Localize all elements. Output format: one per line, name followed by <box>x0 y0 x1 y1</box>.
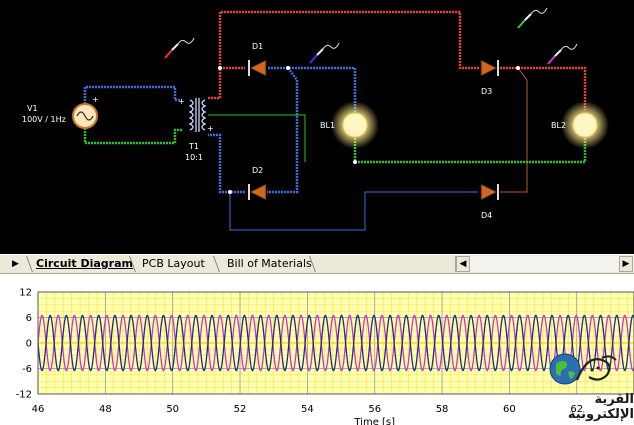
x-tick-label: 52 <box>234 404 247 415</box>
probe-icon <box>547 43 578 65</box>
circuit-schematic <box>72 7 609 231</box>
tab-pcb-layout[interactable]: PCB Layout <box>142 257 205 270</box>
green-thin-wire <box>208 114 306 162</box>
y-tick-label: -12 <box>16 390 32 401</box>
source-name-label: V1 <box>27 104 38 113</box>
source-plus-label: + <box>92 95 99 104</box>
lamp-bl1-symbol <box>331 101 379 149</box>
lamp-bl2-symbol <box>561 101 609 149</box>
diode-d1-label: D1 <box>252 42 264 51</box>
diode-d2-label: D2 <box>252 166 264 175</box>
x-tick-label: 56 <box>368 404 381 415</box>
probe-icon <box>309 42 340 64</box>
x-tick-label: 60 <box>503 404 516 415</box>
blue-wire <box>83 66 357 194</box>
scroll-right-button[interactable]: ▶ <box>619 256 633 272</box>
x-axis-label: Time [s] <box>353 417 395 425</box>
watermark-text: القرية الإلكترونية <box>567 392 634 422</box>
x-tick-label: 62 <box>570 404 583 415</box>
x-tick-label: 48 <box>99 404 112 415</box>
y-tick-label: 12 <box>19 288 32 299</box>
y-tick-label: 6 <box>26 313 32 324</box>
y-tick-label: -6 <box>22 364 32 375</box>
x-tick-label: 50 <box>166 404 179 415</box>
diode-d3-symbol <box>480 59 499 77</box>
view-tab-bar: ▶ Circuit Diagram PCB Layout Bill of Mat… <box>0 254 634 274</box>
x-axis-ticks: 46 48 50 52 54 56 58 60 62 <box>32 404 583 415</box>
transformer-name-label: T1 <box>189 142 199 151</box>
y-axis-ticks: 12 6 0 -6 -12 <box>16 288 32 401</box>
lamp-bl2-label: BL2 <box>551 121 567 130</box>
horizontal-scrollbar[interactable] <box>455 256 634 272</box>
source-value-label: 100V / 1Hz <box>22 115 66 124</box>
red-wire <box>208 10 587 110</box>
diode-d4-label: D4 <box>481 211 493 220</box>
x-tick-label: 46 <box>32 404 45 415</box>
lamp-bl1-label: BL1 <box>320 121 336 130</box>
probe-icon <box>164 37 195 59</box>
transformer-plus-label: + <box>207 124 214 133</box>
probe-icon <box>517 7 548 29</box>
plot-frame <box>37 291 634 395</box>
diode-d2-symbol <box>248 183 267 201</box>
globe-logo-icon <box>549 353 581 385</box>
transformer-ratio-label: 10:1 <box>185 153 203 162</box>
y-tick-label: 0 <box>26 339 32 350</box>
scroll-left-button[interactable]: ◀ <box>456 256 470 272</box>
diode-d3-label: D3 <box>481 87 493 96</box>
transformer-symbol <box>188 98 207 132</box>
junction-dots <box>218 66 520 194</box>
tab-bill-of-materials[interactable]: Bill of Materials <box>227 257 312 270</box>
x-tick-label: 58 <box>436 404 449 415</box>
blue-thin-wire <box>229 191 478 231</box>
x-tick-label: 54 <box>301 404 314 415</box>
circuit-diagram-canvas[interactable]: V1 100V / 1Hz + + + T1 10:1 D1 D2 D3 D4 … <box>0 0 634 254</box>
ac-source-symbol <box>72 103 98 129</box>
series-line-0 <box>37 314 634 372</box>
thin-wire <box>500 67 528 193</box>
series-line-1 <box>37 314 634 372</box>
green-wire <box>83 128 587 164</box>
diode-d1-symbol <box>248 59 267 77</box>
tab-circuit-diagram[interactable]: Circuit Diagram <box>36 257 133 270</box>
diode-d4-symbol <box>480 183 499 201</box>
series-group <box>37 314 634 372</box>
transformer-plus-label: + <box>178 97 185 106</box>
tab-scroll-arrow-icon[interactable]: ▶ <box>12 259 19 269</box>
tab-divider <box>213 256 220 272</box>
logo-calligraphy-icon <box>575 355 617 381</box>
